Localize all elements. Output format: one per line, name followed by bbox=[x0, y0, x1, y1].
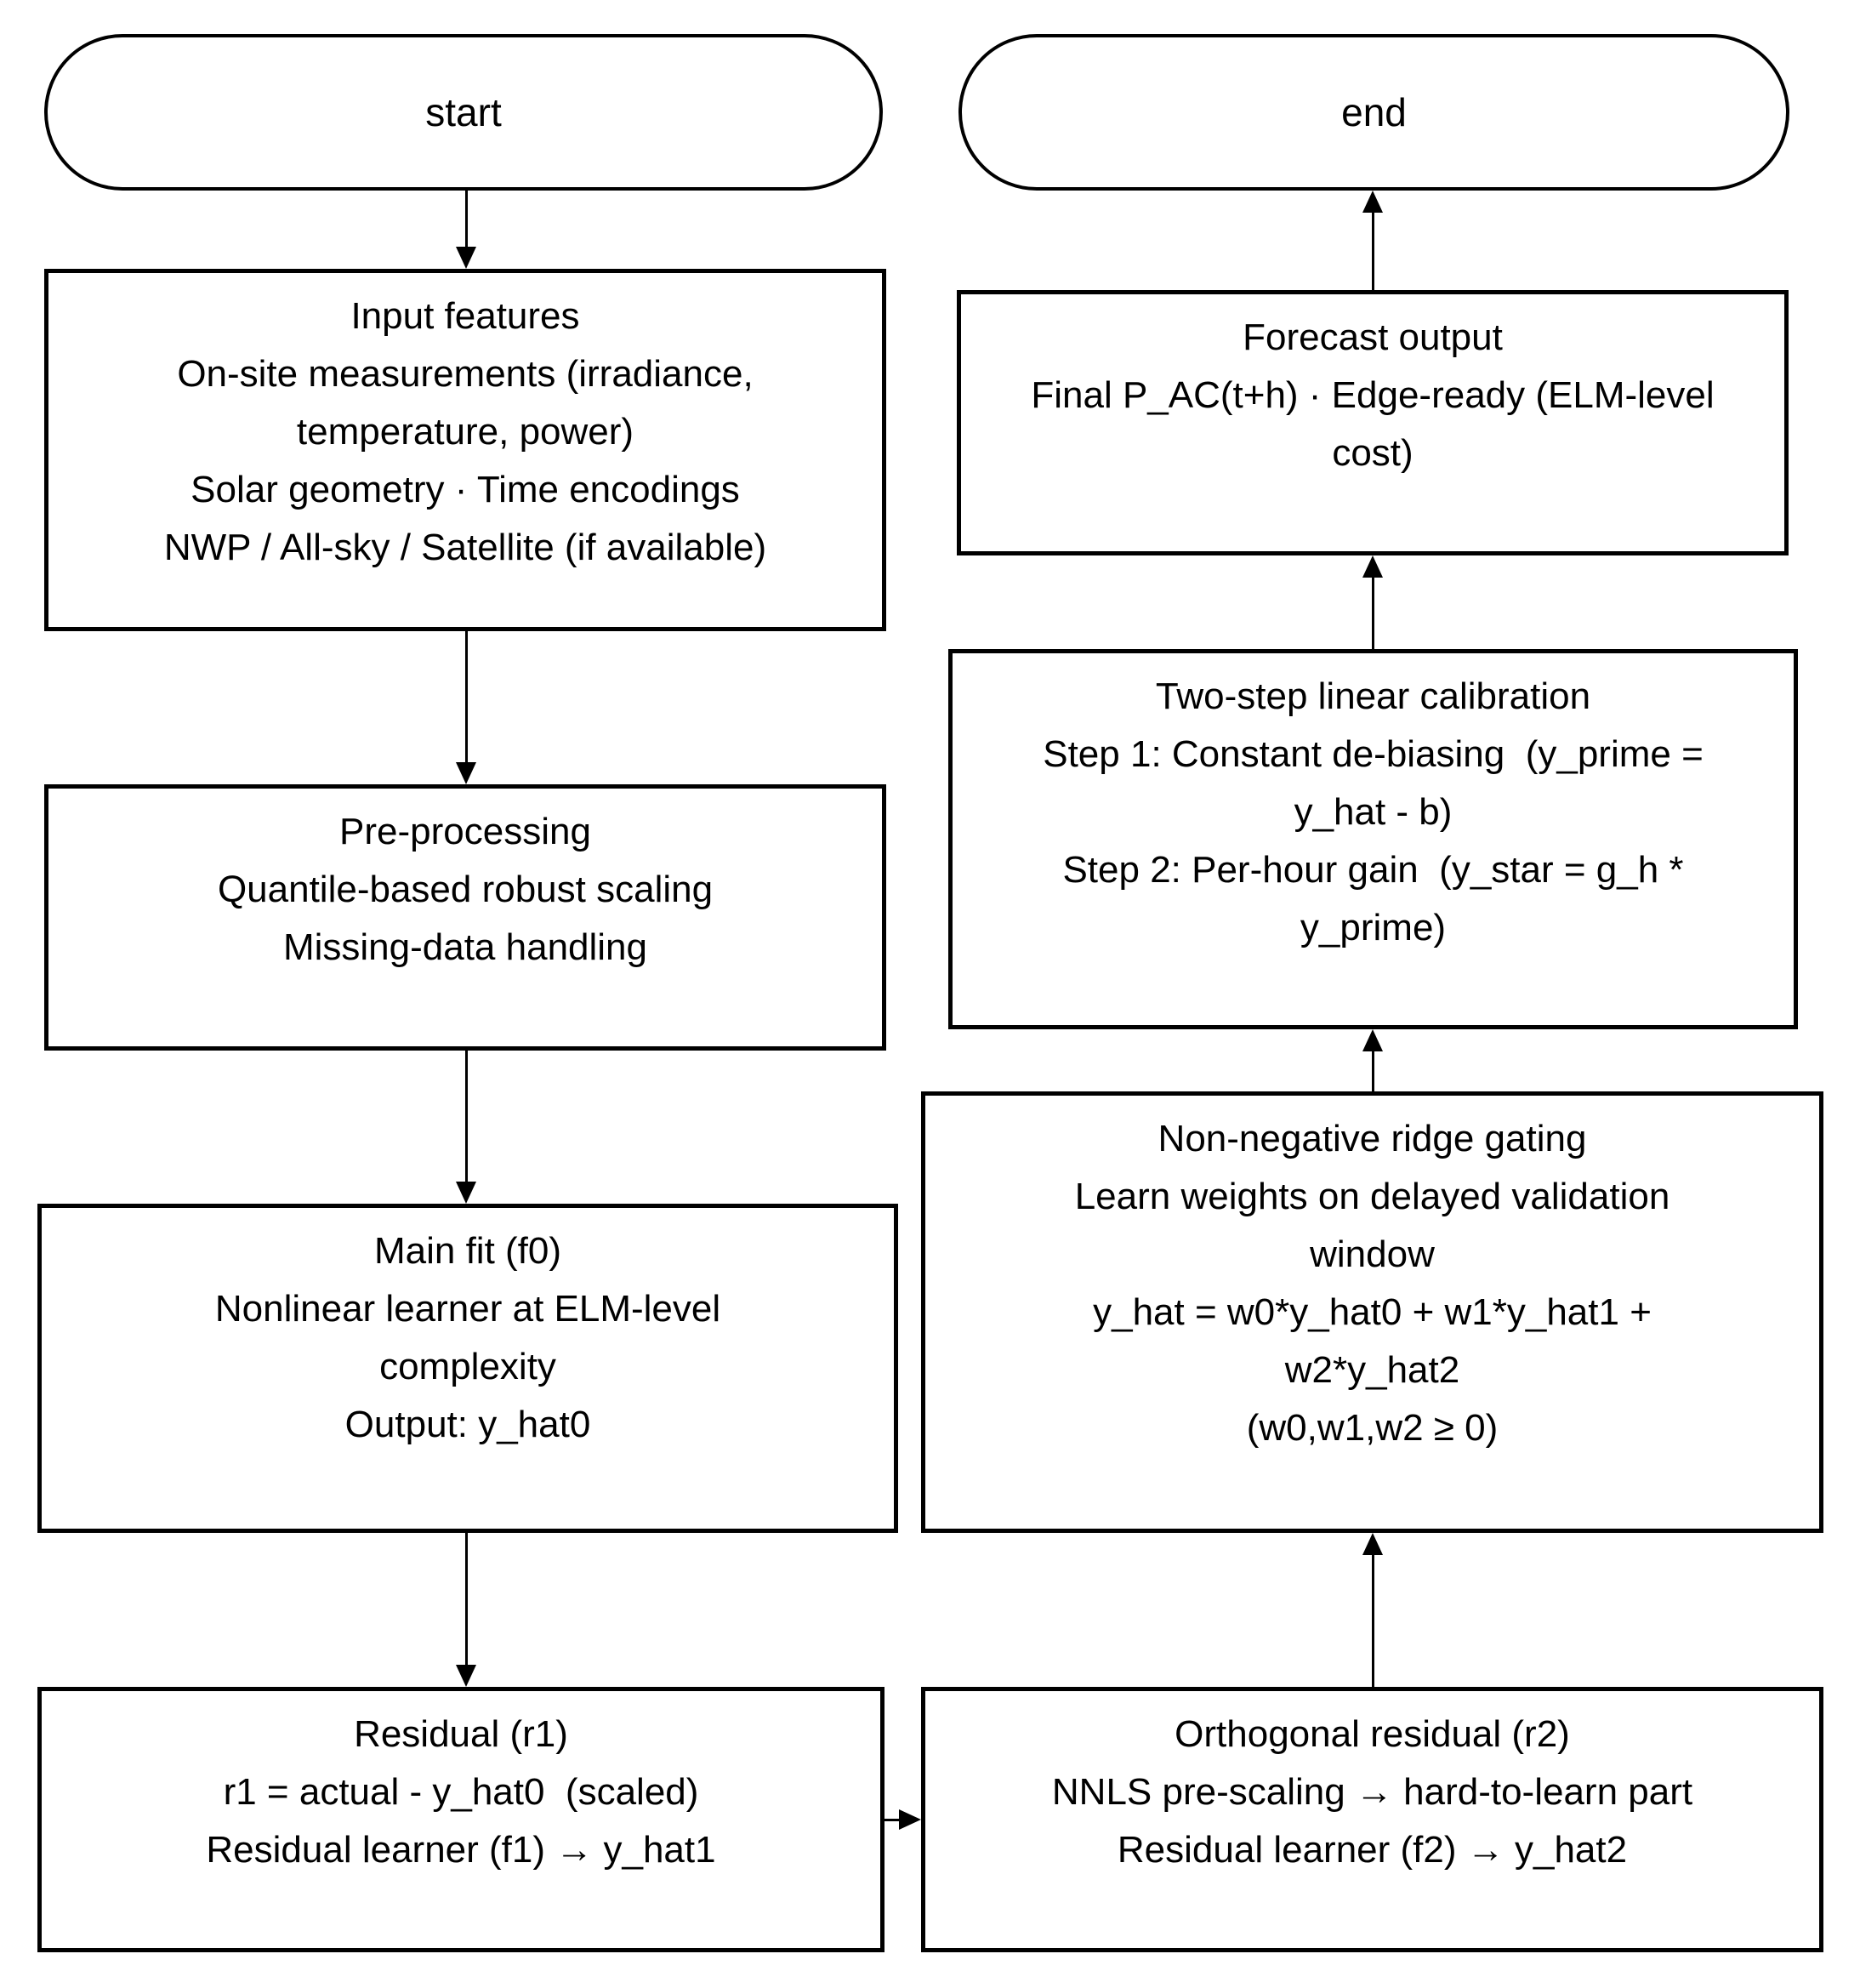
forecast-output-box: Forecast output Final P_AC(t+h) · Edge-r… bbox=[957, 290, 1789, 555]
main-fit-line: Main fit (f0) bbox=[373, 1230, 562, 1272]
preprocessing-line: Missing-data handling bbox=[282, 926, 648, 968]
two-step-calibration-line: Two-step linear calibration bbox=[1155, 675, 1591, 717]
input-features-line: Solar geometry · Time encodings bbox=[191, 469, 740, 510]
start-terminator: start bbox=[44, 34, 883, 191]
preprocessing-line: Quantile-based robust scaling bbox=[217, 869, 714, 910]
forecast-output-line: cost) bbox=[1332, 432, 1413, 474]
ridge-gating-line: (w0,w1,w2 ≥ 0) bbox=[1246, 1407, 1499, 1449]
two-step-calibration-line: Step 1: Constant de-biasing (y_prime = bbox=[1043, 733, 1704, 775]
two-step-calibration-line: y_prime) bbox=[1300, 907, 1447, 948]
ridge-gating-box: Non-negative ridge gating Learn weights … bbox=[921, 1091, 1823, 1533]
residual-r1-line: r1 = actual - y_hat0 (scaled) bbox=[223, 1771, 699, 1813]
main-fit-line: Output: y_hat0 bbox=[344, 1404, 591, 1445]
residual-r2-line: NNLS pre-scaling → hard-to-learn part bbox=[1051, 1771, 1693, 1813]
residual-r1-box: Residual (r1) r1 = actual - y_hat0 (scal… bbox=[37, 1687, 884, 1952]
main-fit-box: Main fit (f0) Nonlinear learner at ELM-l… bbox=[37, 1204, 898, 1533]
residual-r1-line: Residual learner (f1) → y_hat1 bbox=[206, 1829, 716, 1871]
forecast-output-line: Forecast output bbox=[1243, 316, 1503, 358]
main-fit-line: complexity bbox=[379, 1346, 556, 1387]
input-features-line: On-site measurements (irradiance, bbox=[177, 353, 754, 395]
residual-r2-line: Orthogonal residual (r2) bbox=[1175, 1713, 1570, 1755]
main-fit-line: Nonlinear learner at ELM-level bbox=[214, 1288, 721, 1330]
residual-r1-line: Residual (r1) bbox=[354, 1713, 568, 1755]
input-features-line: NWP / All-sky / Satellite (if available) bbox=[163, 527, 767, 568]
residual-r2-box: Orthogonal residual (r2) NNLS pre-scalin… bbox=[921, 1687, 1823, 1952]
ridge-gating-line: w2*y_hat2 bbox=[1284, 1349, 1460, 1391]
two-step-calibration-line: Step 2: Per-hour gain (y_star = g_h * bbox=[1062, 849, 1684, 891]
end-terminator: end bbox=[958, 34, 1789, 191]
input-features-line: Input features bbox=[350, 295, 580, 337]
end-label: end bbox=[1341, 90, 1407, 134]
input-features-line: temperature, power) bbox=[296, 411, 634, 453]
ridge-gating-line: Learn weights on delayed validation bbox=[1074, 1176, 1670, 1217]
start-label: start bbox=[425, 90, 502, 134]
two-step-calibration-box: Two-step linear calibration Step 1: Cons… bbox=[948, 649, 1798, 1029]
two-step-calibration-line: y_hat - b) bbox=[1294, 791, 1453, 833]
input-features-box: Input features On-site measurements (irr… bbox=[44, 269, 886, 631]
forecast-output-line: Final P_AC(t+h) · Edge-ready (ELM-level bbox=[1031, 374, 1715, 416]
residual-r2-line: Residual learner (f2) → y_hat2 bbox=[1117, 1829, 1628, 1871]
ridge-gating-line: window bbox=[1310, 1233, 1435, 1275]
preprocessing-box: Pre-processing Quantile-based robust sca… bbox=[44, 784, 886, 1051]
preprocessing-line: Pre-processing bbox=[339, 811, 591, 852]
ridge-gating-line: y_hat = w0*y_hat0 + w1*y_hat1 + bbox=[1093, 1291, 1652, 1333]
ridge-gating-line: Non-negative ridge gating bbox=[1158, 1118, 1587, 1159]
